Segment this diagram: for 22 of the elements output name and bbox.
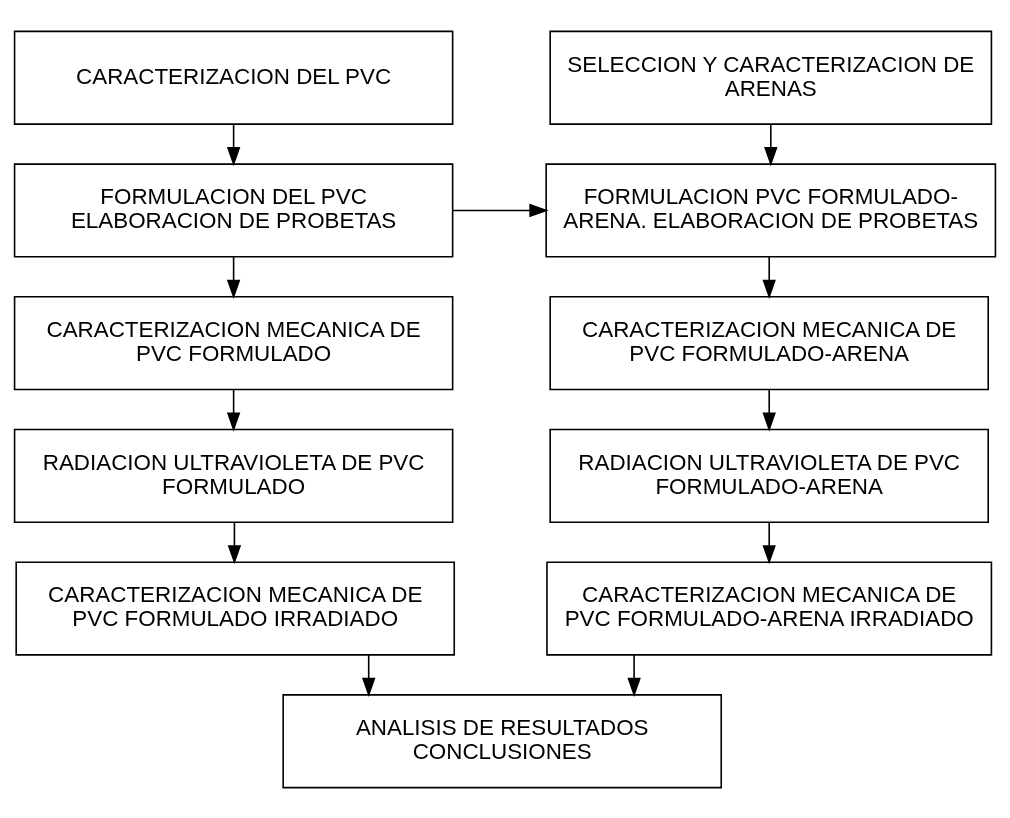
node-box: CARACTERIZACION MECANICA DE PVC FORMULADO-ARENA IRRADIADO bbox=[546, 560, 993, 656]
arrow bbox=[227, 520, 242, 564]
node-box: FORMULACION DEL PVC ELABORACION DE PROBETAS bbox=[13, 162, 454, 258]
node-box: SELECCION Y CARACTERIZACION DE ARENAS bbox=[549, 30, 993, 125]
arrow bbox=[762, 255, 776, 299]
node-box: CARACTERIZACION MECANICA DE PVC FORMULADO-ARENA bbox=[549, 295, 989, 390]
node-box: FORMULACION PVC FORMULADO-ARENA. ELABORACION DE PROBETAS bbox=[545, 162, 997, 258]
arrow bbox=[627, 653, 641, 697]
node-box: CARACTERIZACION MECANICA DE PVC FORMULADO bbox=[13, 295, 454, 390]
arrow bbox=[362, 653, 376, 697]
node-box: CARACTERIZACION MECANICA DE PVC FORMULADO IRRADIADO bbox=[15, 560, 456, 656]
node-box: ANALISIS DE RESULTADOS CONCLUSIONES bbox=[282, 693, 723, 788]
arrow bbox=[762, 520, 776, 564]
node-box: RADIACION ULTRAVIOLETA DE PVC FORMULADO bbox=[13, 428, 454, 523]
arrow bbox=[226, 388, 241, 432]
arrow bbox=[226, 122, 241, 166]
node-box: CARACTERIZACION DEL PVC bbox=[13, 30, 454, 125]
node-box: RADIACION ULTRAVIOLETA DE PVC FORMULADO-ARENA bbox=[549, 428, 989, 523]
arrow bbox=[226, 255, 241, 299]
arrow bbox=[762, 388, 776, 432]
arrow bbox=[764, 122, 778, 166]
arrow bbox=[452, 203, 549, 217]
